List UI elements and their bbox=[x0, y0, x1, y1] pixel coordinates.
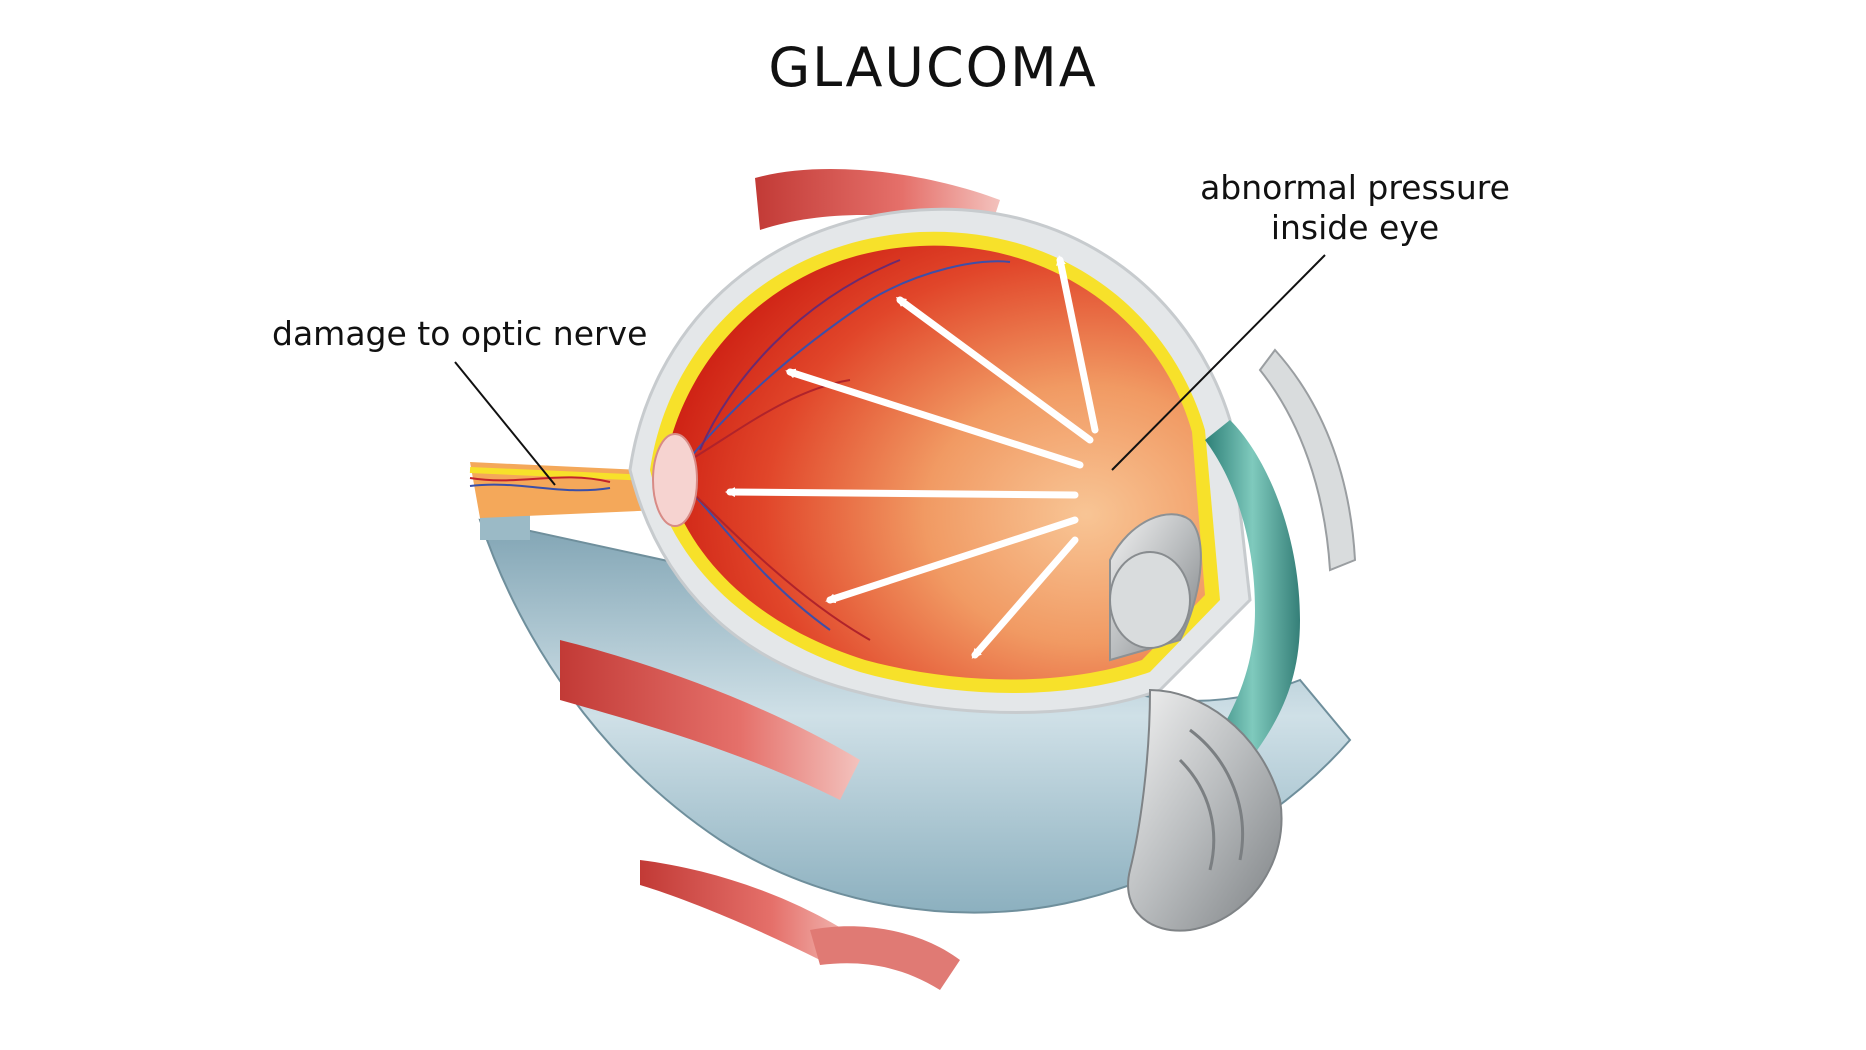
diagram-title: GLAUCOMA bbox=[768, 36, 1098, 99]
pressure-leader bbox=[1111, 254, 1326, 471]
arrow-left-lower bbox=[825, 516, 1079, 604]
lower-muscle-left bbox=[560, 640, 860, 800]
arrow-left bbox=[725, 487, 1079, 499]
optic-disc bbox=[652, 433, 698, 527]
optic-nerve-label: damage to optic nerve bbox=[272, 314, 648, 353]
lower-muscle-bottom bbox=[640, 860, 960, 990]
lens bbox=[1109, 513, 1202, 662]
optic-nerve bbox=[469, 462, 660, 518]
arrow-left-upper bbox=[785, 368, 1084, 469]
arrow-down bbox=[971, 536, 1079, 659]
arrow-up bbox=[1056, 255, 1099, 434]
pressure-label-line1: abnormal pressure bbox=[1200, 168, 1510, 207]
pressure-arrows bbox=[725, 255, 1099, 659]
iris-band bbox=[1205, 348, 1357, 760]
anterior-chamber bbox=[1127, 688, 1283, 932]
optic-nerve-leader bbox=[454, 361, 556, 486]
pressure-label: abnormal pressure inside eye bbox=[1180, 168, 1530, 248]
leader-lines bbox=[454, 254, 1326, 486]
pressure-label-line2: inside eye bbox=[1270, 208, 1440, 247]
arrow-up-left bbox=[895, 296, 1094, 444]
